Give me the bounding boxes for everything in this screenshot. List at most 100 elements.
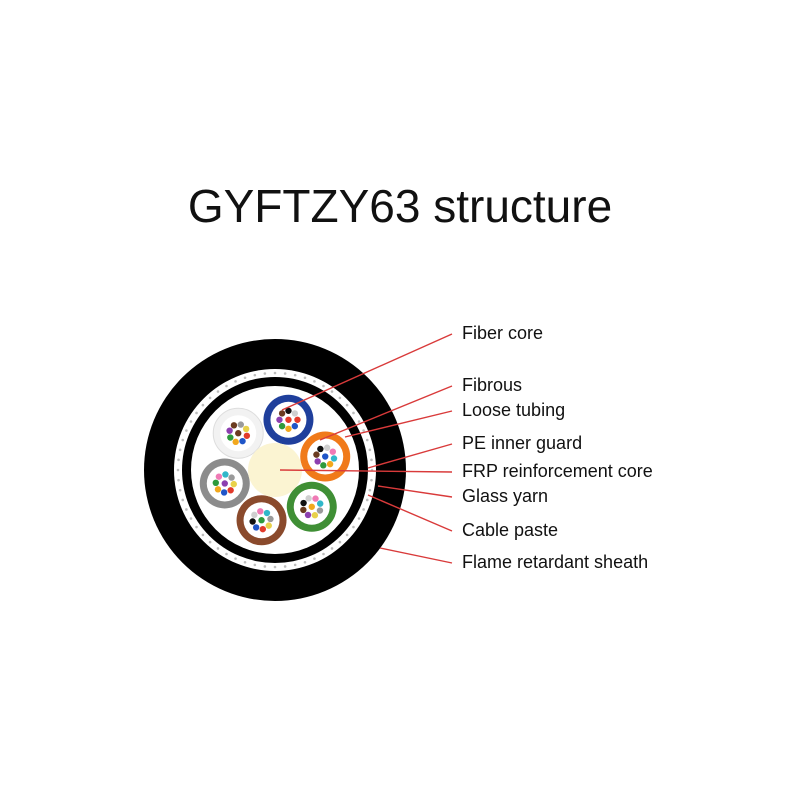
frp-reinforcement-core <box>248 443 302 497</box>
label-list: Fiber core Fibrous Loose tubing PE inner… <box>462 323 653 572</box>
glass-yarn-strand <box>185 508 188 511</box>
glass-yarn-strand <box>313 557 316 560</box>
loose-tube <box>263 394 314 445</box>
glass-yarn-strand <box>201 403 205 407</box>
leader-line <box>367 494 453 532</box>
glass-yarn-strand <box>243 376 247 380</box>
glass-yarn-strand <box>303 376 307 380</box>
label-cable-paste: Cable paste <box>462 520 558 540</box>
label-flame-retardant-sheath: Flame retardant sheath <box>462 552 648 572</box>
glass-yarn-strand <box>345 403 349 407</box>
fiber-core <box>222 471 229 478</box>
fiber-core <box>285 416 292 423</box>
glass-yarn-strand <box>357 420 361 423</box>
glass-yarn-strand <box>225 552 228 556</box>
label-loose-tubing: Loose tubing <box>462 400 565 420</box>
glass-yarn-strand <box>293 563 297 567</box>
leader-line <box>344 410 453 438</box>
fiber-core <box>294 416 301 423</box>
glass-yarn-strand <box>322 384 325 388</box>
glass-yarn-strand <box>177 478 180 482</box>
glass-yarn-strand <box>338 540 342 544</box>
fiber-core <box>276 416 283 423</box>
glass-yarn-strand <box>338 396 342 400</box>
fiber-core <box>243 432 251 439</box>
fiber-core <box>320 462 327 469</box>
loose-tube <box>199 458 250 509</box>
fiber-core <box>242 425 250 433</box>
fiber-core <box>285 407 292 414</box>
glass-yarn-strand <box>234 380 237 383</box>
glass-yarn-strand <box>293 373 297 377</box>
loose-tube <box>236 495 287 546</box>
fiber-core <box>251 511 258 519</box>
glass-yarn-strand <box>365 498 369 502</box>
fiber-core <box>304 511 312 519</box>
fiber-core <box>312 495 319 502</box>
glass-yarn-strand <box>313 380 316 383</box>
glass-yarn-strand <box>370 458 373 462</box>
glass-yarn-strand <box>357 517 361 520</box>
glass-yarn-strand <box>195 411 198 415</box>
glass-yarn-strand <box>243 560 247 564</box>
glass-yarn-strand <box>225 384 228 388</box>
fiber-core <box>227 434 234 441</box>
leader-line <box>319 385 453 441</box>
leader-line <box>377 485 453 498</box>
fiber-core <box>215 473 223 480</box>
leader-line <box>379 547 453 564</box>
loose-tube <box>286 481 337 532</box>
fiber-core <box>237 421 244 428</box>
label-fibrous: Fibrous <box>462 375 522 395</box>
fiber-core <box>291 410 299 417</box>
fiber-core <box>252 524 260 531</box>
glass-yarn-strand <box>368 448 372 452</box>
label-frp-reinforcement-core: FRP reinforcement core <box>462 461 653 481</box>
fiber-core <box>323 444 331 451</box>
glass-yarn-strand <box>185 429 188 432</box>
glass-yarn-strand <box>365 438 369 442</box>
fiber-core <box>278 422 286 430</box>
fiber-core <box>291 422 299 430</box>
glass-yarn-strand <box>208 396 212 400</box>
glass-yarn-strand <box>189 517 193 520</box>
page-title: GYFTZY63 structure <box>188 180 612 232</box>
glass-yarn-strand <box>178 488 182 492</box>
glass-yarn-strand <box>352 411 355 415</box>
glass-yarn-strand <box>201 533 205 537</box>
label-fiber-core: Fiber core <box>462 323 543 343</box>
fiber-core <box>329 448 337 455</box>
glass-yarn-strand <box>178 448 182 452</box>
fiber-core <box>220 489 228 496</box>
leader-lines <box>279 333 453 564</box>
fiber-core <box>232 438 239 446</box>
loose-tube <box>212 407 264 459</box>
glass-yarn-strand <box>263 372 267 375</box>
loose-tube <box>300 431 351 482</box>
glass-yarn-strand <box>216 390 220 393</box>
fiber-core <box>235 430 242 437</box>
fiber-core <box>311 512 319 519</box>
fiber-core <box>316 507 324 514</box>
fiber-core <box>226 427 233 434</box>
fiber-core <box>267 515 274 523</box>
glass-yarn-strand <box>273 565 277 569</box>
fiber-core <box>317 445 324 453</box>
fiber-core <box>257 508 264 515</box>
fiber-core <box>313 451 320 458</box>
fiber-core <box>214 486 222 493</box>
label-pe-inner-guard: PE inner guard <box>462 433 582 453</box>
glass-yarn <box>176 371 374 569</box>
glass-yarn-strand <box>345 533 349 537</box>
fiber-core <box>227 487 234 494</box>
glass-yarn-strand <box>253 373 257 377</box>
glass-yarn-strand <box>283 565 287 568</box>
glass-yarn-strand <box>189 420 193 423</box>
glass-yarn-strand <box>234 557 237 560</box>
fiber-core <box>228 474 235 481</box>
fiber-core <box>285 425 292 432</box>
fiber-core <box>230 480 237 488</box>
glass-yarn-strand <box>216 547 220 550</box>
fiber-core <box>265 522 272 529</box>
